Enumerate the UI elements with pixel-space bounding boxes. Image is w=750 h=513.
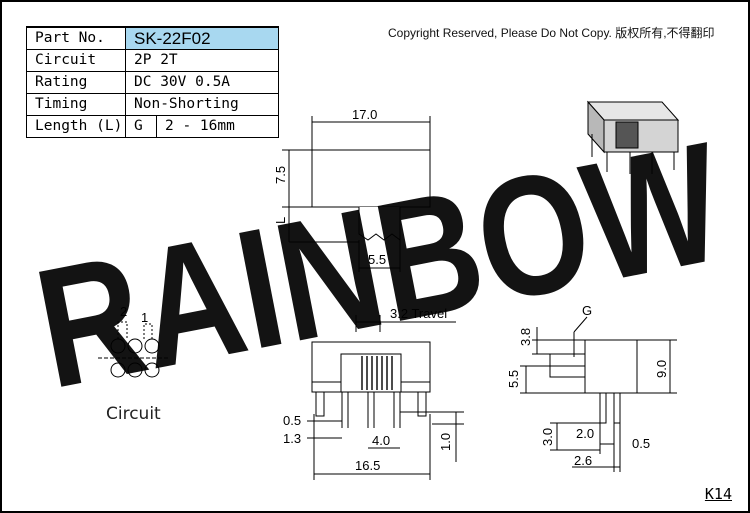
dim-pin-offset: 1.3	[283, 431, 301, 446]
dim-3-0: 3.0	[540, 428, 555, 446]
spec-value: DC 30V 0.5A	[125, 71, 279, 94]
circuit-label: Circuit	[106, 404, 161, 424]
circuit-pin-2: 2	[120, 304, 127, 319]
dim-pin-width: 0.5	[283, 413, 301, 428]
part-number: SK-22F02	[125, 26, 279, 50]
dim-travel: 3.2 Travel	[390, 306, 447, 321]
top-view	[282, 116, 431, 272]
dim-3-8: 3.8	[518, 328, 533, 346]
spec-value: Non-Shorting	[125, 93, 279, 116]
dim-2-6: 2.6	[574, 453, 592, 468]
spec-row-circuit: Circuit 2P 2T	[26, 49, 279, 72]
spec-label: Length (L)	[26, 115, 126, 138]
spec-label: Part No.	[26, 26, 126, 50]
spec-table: Part No. SK-22F02 Circuit 2P 2T Rating D…	[26, 26, 279, 138]
circuit-pin-1: 1	[141, 310, 148, 325]
spec-row-part-no: Part No. SK-22F02	[26, 26, 279, 50]
spec-label: Timing	[26, 93, 126, 116]
dim-pitch: 4.0	[372, 433, 390, 448]
dim-total-width: 16.5	[355, 458, 380, 473]
spec-row-rating: Rating DC 30V 0.5A	[26, 71, 279, 94]
spec-value: G 2 - 16mm	[125, 115, 279, 138]
label-g: G	[582, 303, 592, 318]
dim-length: L	[273, 217, 288, 224]
drawing-code: K14	[704, 485, 732, 503]
spec-value: 2P 2T	[125, 49, 279, 72]
dim-0-5: 0.5	[632, 436, 650, 451]
dim-pin-length: 1.0	[438, 433, 453, 451]
dim-height: 7.5	[273, 166, 288, 184]
copyright-notice: Copyright Reserved, Please Do Not Copy. …	[388, 26, 715, 40]
side-view	[520, 316, 677, 472]
length-range: 2 - 16mm	[165, 118, 235, 134]
spec-label: Rating	[26, 71, 126, 94]
dim-actuator: 5.5	[368, 252, 386, 267]
switch-illustration	[586, 100, 680, 174]
dim-9-0: 9.0	[654, 360, 669, 378]
circuit-diagram	[98, 321, 170, 378]
dim-5-5: 5.5	[506, 370, 521, 388]
spec-row-timing: Timing Non-Shorting	[26, 93, 279, 116]
dim-width: 17.0	[352, 107, 377, 122]
dim-2-0: 2.0	[576, 426, 594, 441]
front-view	[307, 315, 464, 480]
length-prefix: G	[134, 116, 157, 137]
spec-label: Circuit	[26, 49, 126, 72]
spec-row-length: Length (L) G 2 - 16mm	[26, 115, 279, 138]
